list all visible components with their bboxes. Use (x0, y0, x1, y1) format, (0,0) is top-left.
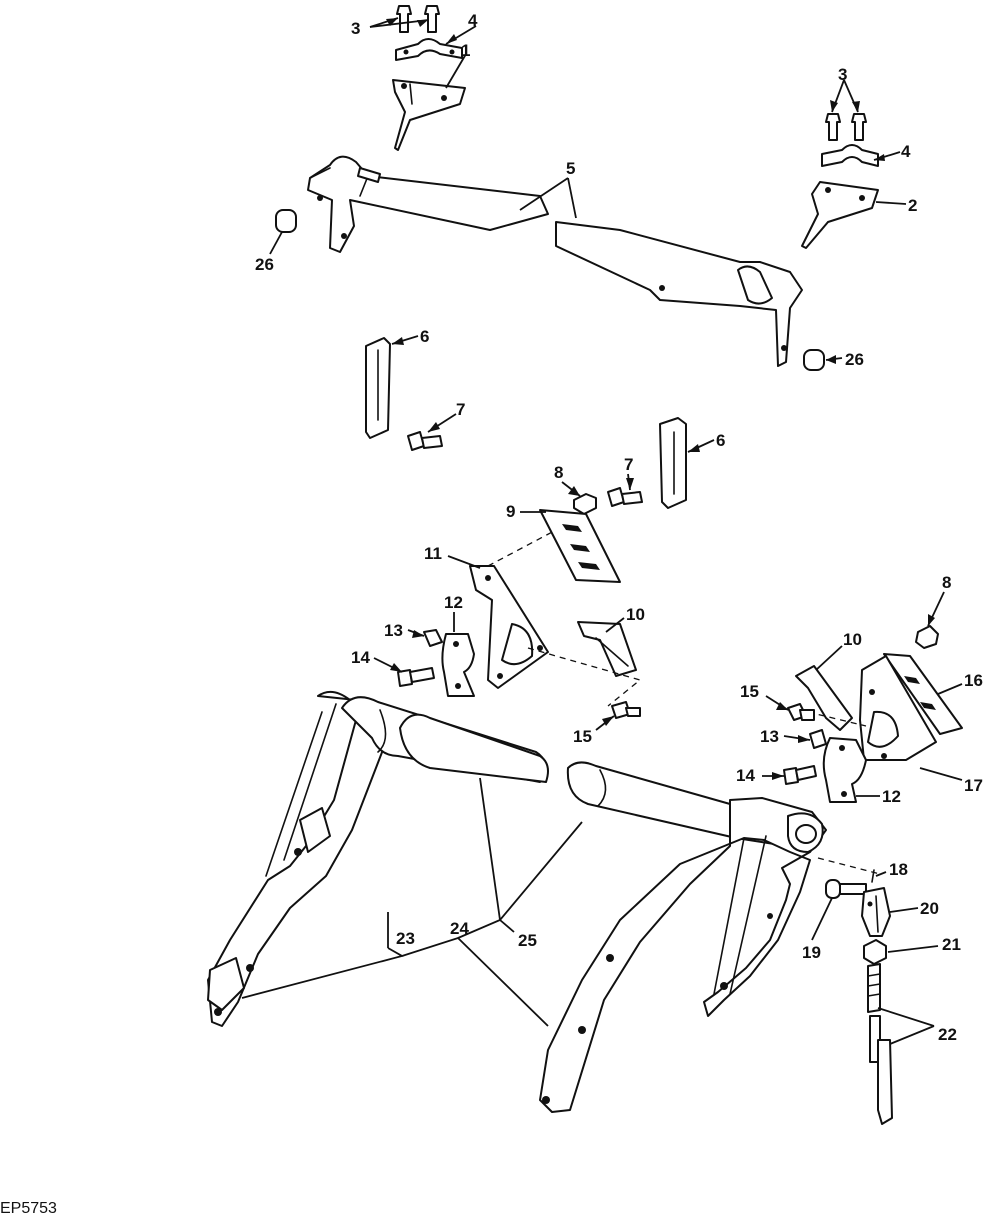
right-u-strap (821, 144, 879, 167)
capscrew-15-left (611, 701, 641, 719)
callout-19: 19 (802, 943, 821, 962)
callout-26-right: 26 (845, 350, 864, 369)
adjusting-rod-22 (867, 963, 893, 1125)
nut-8-left (573, 493, 597, 515)
jam-nut-21 (863, 939, 887, 965)
callout-26-left: 26 (255, 255, 274, 274)
loader-frame-left-arm (207, 690, 397, 1027)
callout-6-right: 6 (716, 431, 725, 450)
callout-10-right: 10 (843, 630, 862, 649)
clamp-left (441, 633, 475, 697)
callout-17: 17 (964, 776, 983, 795)
callout-13-left: 13 (384, 621, 403, 640)
mounting-bracket-left (469, 565, 549, 689)
callout-1: 1 (461, 41, 470, 60)
callout-24: 24 (450, 919, 469, 938)
nut-8-right (915, 625, 939, 649)
cotter-pin-18 (871, 869, 875, 883)
channel-right (659, 417, 687, 509)
callout-11: 11 (424, 544, 442, 563)
bolt-left (407, 431, 443, 451)
callout-18: 18 (889, 860, 908, 879)
callout-4-left: 4 (468, 11, 478, 30)
callout-14-left: 14 (351, 648, 370, 667)
retainer-10-left (577, 621, 637, 677)
right-carriage-bolts (825, 113, 867, 141)
retainer-10-right (795, 665, 853, 731)
loader-frame-right-arm (539, 797, 827, 1113)
callout-22: 22 (938, 1025, 957, 1044)
figure-code: EP5753 (0, 1200, 57, 1217)
callout-20: 20 (920, 899, 939, 918)
callout-9: 9 (506, 502, 515, 521)
bushing-left (275, 209, 297, 233)
callout-23: 23 (396, 929, 415, 948)
callout-12-right: 12 (882, 787, 901, 806)
callout-2: 2 (908, 196, 917, 215)
callout-12-left: 12 (444, 593, 463, 612)
callout-3-left: 3 (351, 19, 360, 38)
callout-labels: 3 4 1 3 4 2 5 26 26 6 7 6 8 7 9 11 12 13… (255, 11, 983, 1044)
capscrew-15-right (787, 703, 815, 721)
callout-6-left: 6 (420, 327, 429, 346)
callout-25: 25 (518, 931, 537, 950)
callout-8-left: 8 (554, 463, 563, 482)
spacer-plate (539, 509, 621, 583)
right-mount-bracket (801, 181, 879, 249)
clamp-right (822, 737, 867, 803)
leader-arrows (386, 18, 935, 780)
left-mount-bracket (392, 79, 466, 151)
left-carriage-bolts (396, 5, 440, 33)
callout-4-right: 4 (901, 142, 911, 161)
bolt-14-left (397, 667, 435, 687)
mounting-plate-16 (883, 653, 963, 735)
callout-21: 21 (942, 935, 961, 954)
nut-13-right (809, 729, 827, 749)
callout-15-left: 15 (573, 727, 592, 746)
channel-left (365, 337, 391, 439)
loader-frame-left-tube (341, 696, 549, 783)
pin-19 (825, 879, 867, 899)
nut-13-left (423, 629, 443, 647)
callout-3-right: 3 (838, 65, 847, 84)
callout-16: 16 (964, 671, 983, 690)
callout-8-right: 8 (942, 573, 951, 592)
callout-10-left: 10 (626, 605, 645, 624)
left-u-strap (395, 38, 463, 61)
callout-13-right: 13 (760, 727, 779, 746)
bushing-right (803, 349, 825, 371)
callout-7-left: 7 (456, 400, 465, 419)
bolt-14-right (783, 765, 817, 785)
clevis-20 (861, 887, 891, 937)
support-frame-left-half (307, 155, 549, 253)
bracket-17 (859, 655, 937, 761)
callout-7-right: 7 (624, 455, 633, 474)
callout-15-right: 15 (740, 682, 759, 701)
support-frame-right-half (555, 221, 803, 367)
callout-14-right: 14 (736, 766, 755, 785)
callout-5: 5 (566, 159, 575, 178)
bolt-right (607, 487, 643, 507)
